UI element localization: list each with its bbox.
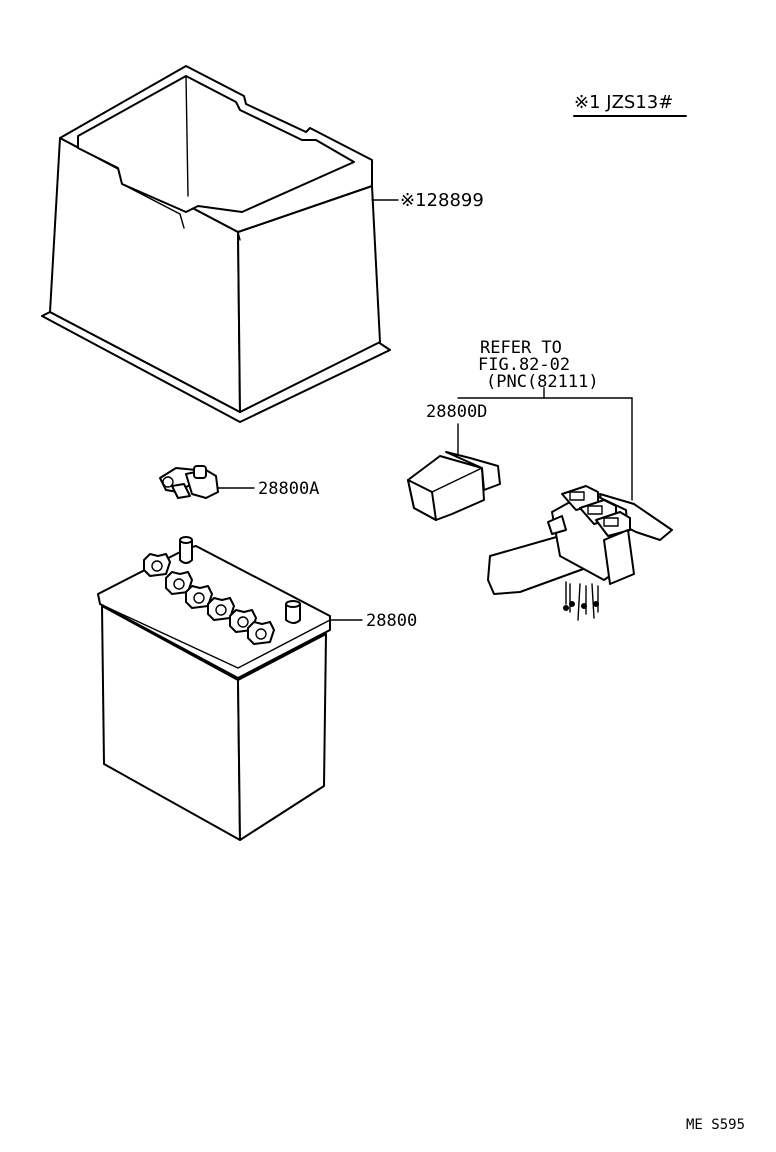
reference-line-1: REFER TO [480,338,562,358]
battery-part-label[interactable]: 28800 [366,613,417,630]
footer-code: ME S595 [686,1117,746,1133]
cover-part-number: 28800D [426,402,488,422]
reference-line-3: (PNC(82111) [486,372,599,392]
applicability-model: JZS13# [606,92,674,113]
terminal-cover-illustration [407,451,501,521]
applicability-note: ※1 JZS13# [574,94,673,112]
cover-part-label[interactable]: 28800D [426,404,487,421]
reference-line-2[interactable]: FIG.82-02 [478,355,571,375]
tray-part-mark: ※1 [400,190,427,211]
battery-tray-illustration [41,65,391,423]
fuse-block-illustration [487,485,673,621]
clamp-part-label[interactable]: 28800A [258,481,319,498]
tray-part-number: 28899 [426,190,484,211]
battery-part-number: 28800 [366,611,418,631]
clamp-part-number: 28800A [258,479,320,499]
tray-part-label[interactable]: ※128899 [400,192,484,210]
terminal-clamp-illustration [159,465,219,499]
reference-leader-bracket [457,387,633,501]
applicability-mark: ※1 [574,92,601,113]
battery-illustration [97,536,331,841]
